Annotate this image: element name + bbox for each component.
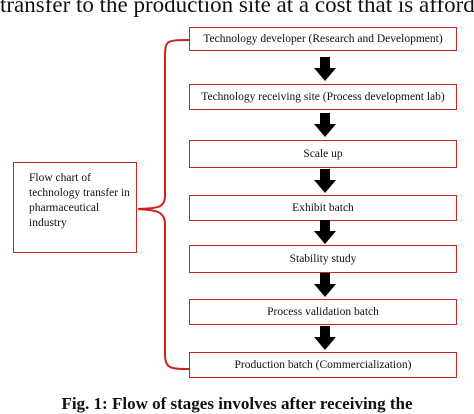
step-technology-receiving-site: Technology receiving site (Process devel…: [189, 84, 457, 110]
step-process-validation-batch: Process validation batch: [189, 299, 457, 325]
down-arrow-icon: [314, 220, 336, 244]
step-technology-developer: Technology developer (Research and Devel…: [189, 27, 457, 51]
step-scale-up: Scale up: [189, 140, 457, 168]
down-arrow-icon: [314, 169, 336, 193]
step-stability-study: Stability study: [189, 245, 457, 273]
down-arrow-icon: [314, 113, 336, 137]
figure-caption: Fig. 1: Flow of stages involves after re…: [61, 394, 413, 413]
body-text-top: transfer to the production site at a cos…: [0, 0, 474, 17]
down-arrow-icon: [314, 273, 336, 297]
down-arrow-icon: [314, 326, 336, 350]
step-production-batch: Production batch (Commercialization): [189, 352, 457, 378]
step-exhibit-batch: Exhibit batch: [189, 195, 457, 221]
down-arrow-icon: [314, 57, 336, 81]
flowchart-title-box: Flow chart of technology transfer in pha…: [13, 162, 137, 253]
